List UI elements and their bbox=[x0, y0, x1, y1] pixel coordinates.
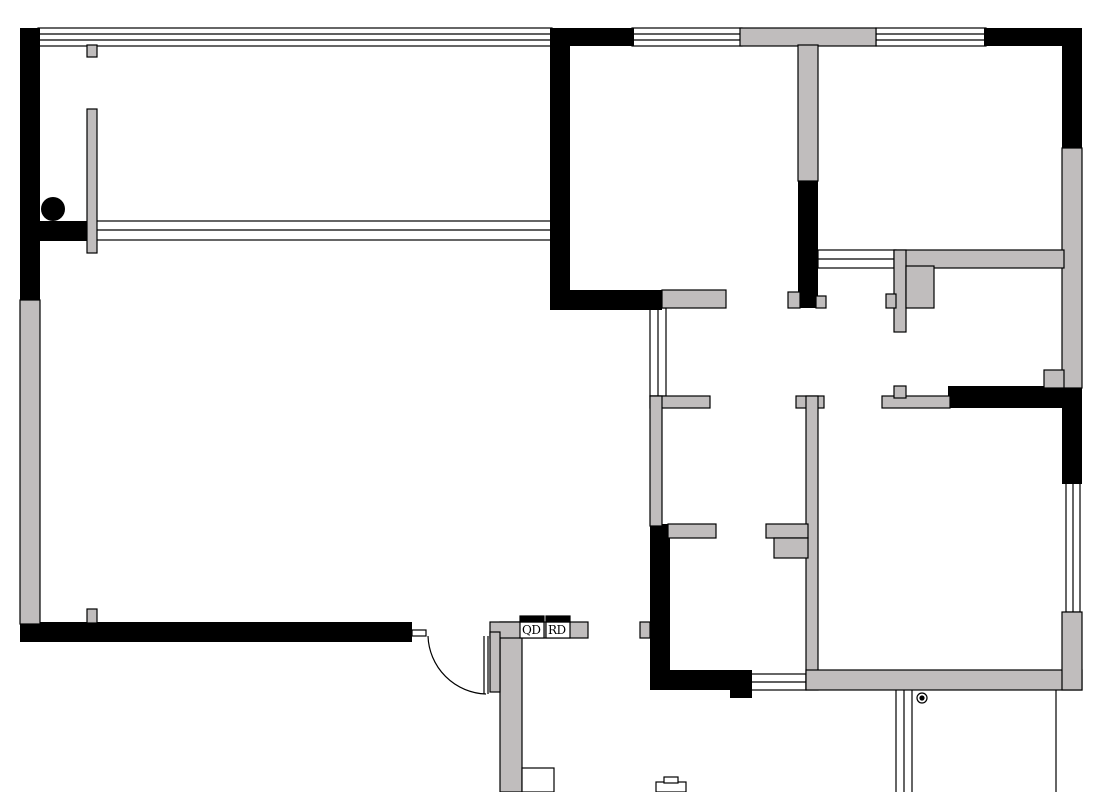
windows bbox=[37, 27, 1081, 691]
partition-bedroom2-bottom bbox=[805, 669, 1083, 691]
wall-balcony-stub bbox=[38, 221, 88, 241]
partition-bedroom-divider-upper bbox=[797, 44, 819, 182]
meter-boxes bbox=[519, 615, 571, 639]
concrete-walls bbox=[20, 28, 1082, 698]
cabinet-box bbox=[521, 767, 555, 792]
wall-top-right-corner bbox=[984, 28, 1082, 46]
wall-bedroom1-top bbox=[550, 28, 634, 46]
partition-corridor-left bbox=[893, 249, 907, 333]
qd-label: QD bbox=[522, 623, 541, 637]
partition-stub-divider-right bbox=[815, 295, 827, 309]
partition-corridor-nub bbox=[885, 293, 897, 309]
partition-entry-jamb bbox=[489, 631, 501, 693]
wall-bedroom1-bottom bbox=[550, 290, 662, 310]
partition-left-lower bbox=[19, 299, 41, 625]
door-jamb-left bbox=[411, 629, 427, 637]
partition-small-block-right bbox=[1043, 369, 1065, 389]
entry-door bbox=[411, 629, 489, 695]
column-dot bbox=[41, 197, 65, 221]
partition-entry-stub bbox=[639, 621, 651, 639]
qd-box-top bbox=[519, 615, 545, 623]
partition-entry-left bbox=[499, 621, 523, 792]
partition-right-lower bbox=[1061, 611, 1083, 691]
partition-center-block bbox=[773, 537, 809, 559]
window-top-left bbox=[37, 27, 553, 47]
wall-bedroom1-left bbox=[550, 28, 570, 310]
partition-kitchen-left bbox=[649, 395, 663, 527]
partition-walls bbox=[19, 27, 1083, 792]
wall-middle-right bbox=[948, 386, 1082, 408]
wall-bath-bottom-stub bbox=[730, 686, 752, 698]
post-bottom-left bbox=[86, 608, 98, 624]
partition-mid-right-nub bbox=[893, 385, 907, 399]
appliance-knob bbox=[663, 776, 679, 784]
partition-stub-bedroom1 bbox=[661, 289, 727, 309]
pipe-inner bbox=[919, 695, 925, 701]
post-top-left bbox=[86, 44, 98, 58]
wall-bath-left bbox=[650, 524, 670, 690]
wall-right-upper bbox=[1062, 28, 1082, 148]
partition-mid-right-stub bbox=[881, 395, 951, 409]
pipe-outer bbox=[916, 692, 928, 704]
door-swing-arc bbox=[427, 635, 487, 695]
wall-living-bottom bbox=[20, 622, 412, 642]
rd-label: RD bbox=[548, 623, 566, 637]
partition-stub-divider-left bbox=[787, 291, 801, 309]
partition-right-upper bbox=[1061, 147, 1083, 389]
partition-corridor-top bbox=[893, 249, 1065, 269]
wall-left-upper bbox=[20, 28, 40, 300]
post-balcony bbox=[86, 108, 98, 254]
rd-box-top bbox=[545, 615, 571, 623]
partition-kitchen-mid bbox=[667, 523, 717, 539]
wall-bedroom-divider-lower bbox=[798, 180, 818, 308]
window-top-right bbox=[875, 27, 987, 47]
wall-right-middle-vertical bbox=[1062, 386, 1082, 484]
window-top-middle bbox=[631, 27, 743, 47]
wall-bath-bottom bbox=[650, 670, 752, 690]
bottom-details bbox=[521, 690, 1057, 792]
partition-top-window-panel bbox=[739, 27, 877, 47]
partition-corridor-block bbox=[905, 265, 935, 309]
partition-center-shelf bbox=[765, 523, 809, 539]
